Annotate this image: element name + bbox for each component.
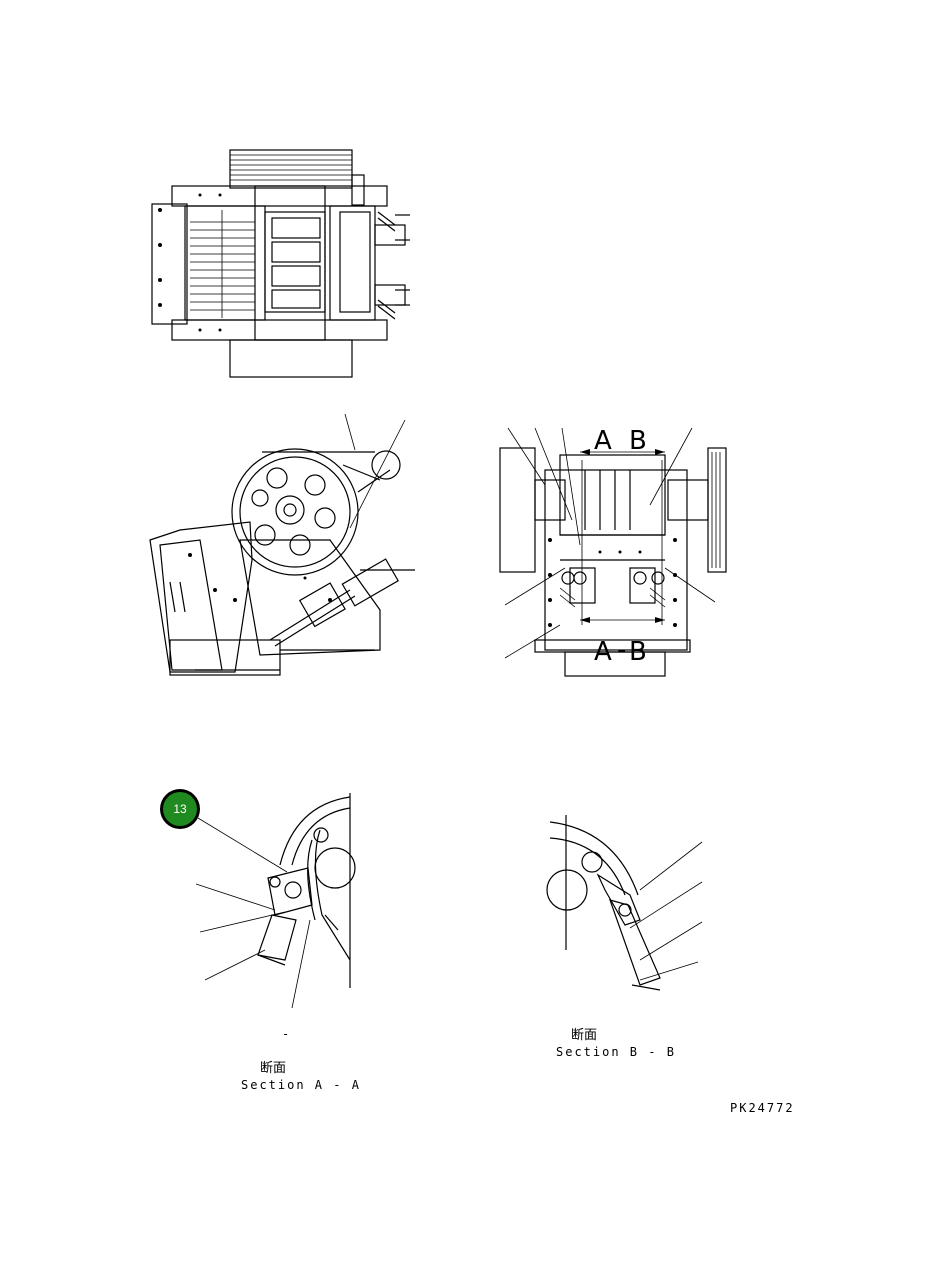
label-a-bottom: A [594,637,612,667]
callout-badge-13[interactable]: 13 [160,789,200,829]
section-a-jp-title: 断面 [260,1061,286,1076]
section-b-title: Section B - B [556,1045,676,1059]
label-a-top: A [594,426,612,456]
label-b-bottom: B [629,637,647,667]
section-a-dash: - [282,1027,291,1041]
label-b-top: B [629,426,647,456]
front-view: A B A - B [499,426,727,677]
badge-number: 13 [173,802,187,816]
top-view [151,149,410,378]
side-view [149,413,415,676]
section-b-jp-title: 断面 [571,1028,597,1043]
label-dash-bottom: - [617,635,626,665]
badge-fill [163,792,197,826]
drawing-number: PK24772 [730,1101,795,1115]
section-b-view: 断面 Section B - B [546,815,703,1059]
section-a-title: Section A - A [241,1078,361,1092]
section-a-view: - 断面 Section A - A [195,793,361,1092]
